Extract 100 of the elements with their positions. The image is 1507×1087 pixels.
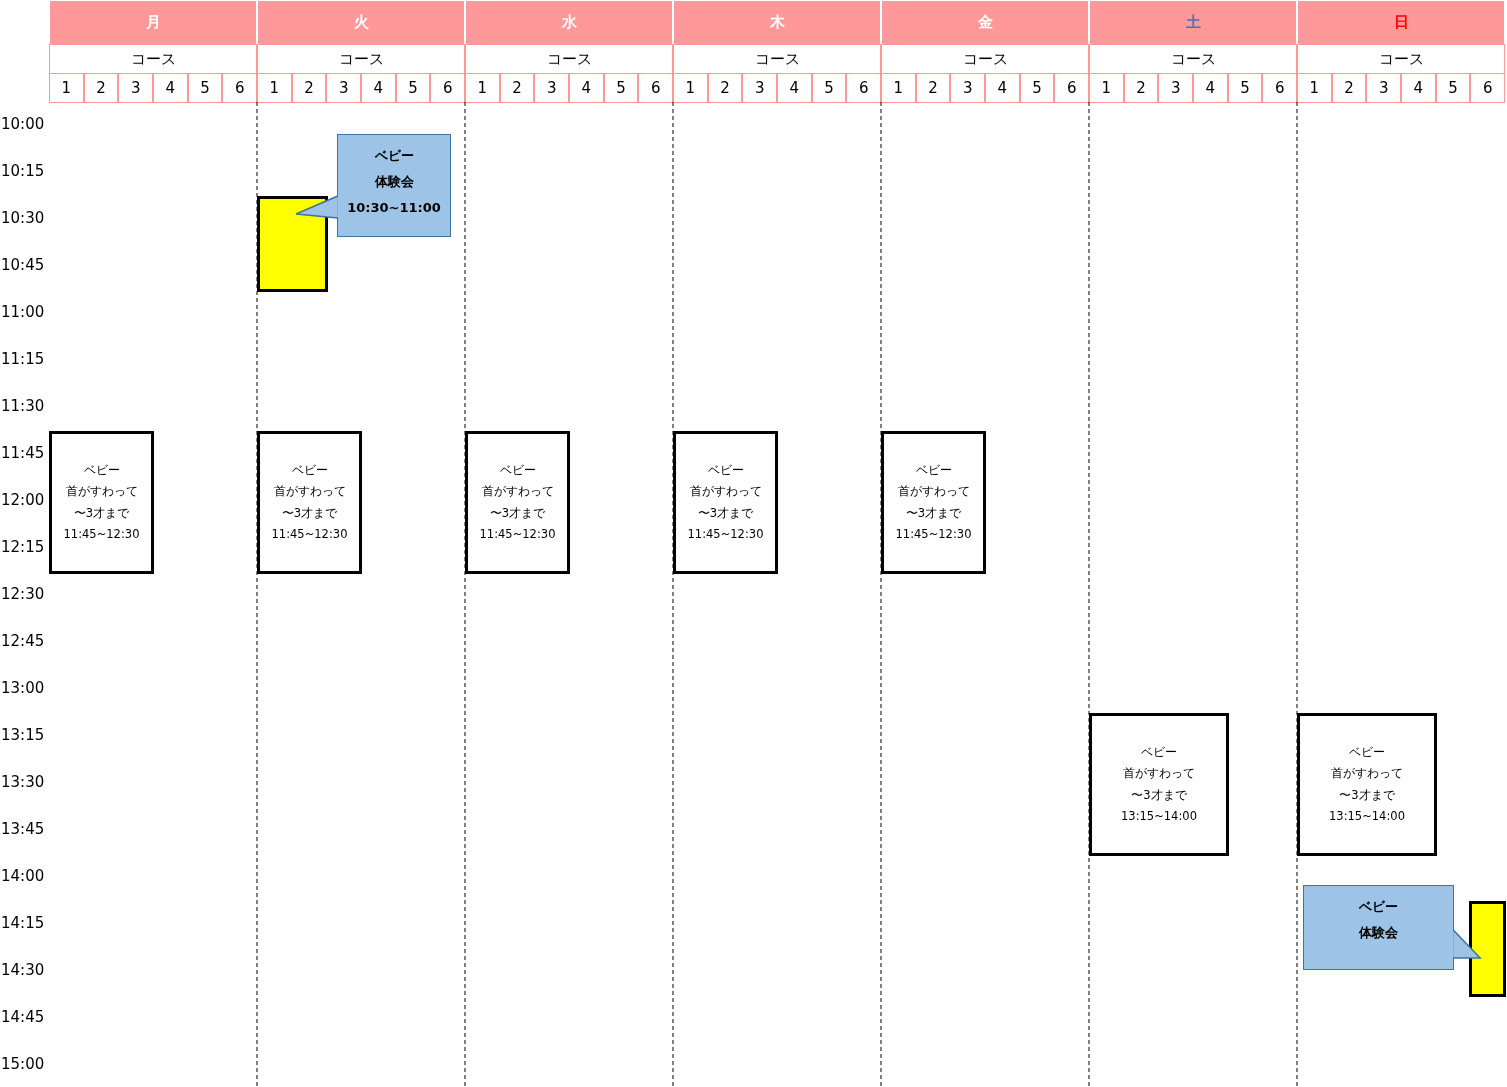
course-number-cell: 2	[499, 73, 535, 103]
course-number-cell: 5	[395, 73, 431, 103]
time-label: 14:15	[1, 914, 45, 932]
course-number-cell: 3	[1366, 73, 1401, 103]
class-title: ベビー	[1349, 743, 1385, 761]
class-note: 首がすわって	[1123, 765, 1195, 782]
class-title: ベビー	[83, 461, 120, 479]
class-box	[465, 431, 570, 574]
class-note: 〜3才まで	[905, 504, 962, 522]
class-title: ベビー	[499, 461, 536, 479]
course-number-cell: 5	[811, 73, 847, 103]
course-number-cell: 1	[465, 73, 500, 103]
class-note: 首がすわって	[273, 483, 346, 500]
time-label: 10:15	[1, 162, 45, 180]
course-number-cell: 6	[1054, 73, 1089, 103]
time-range: 13:15~14:00	[1121, 808, 1197, 825]
course-number-cell: 4	[153, 73, 188, 103]
time-label: 10:45	[1, 256, 45, 274]
course-number-cell: 1	[1089, 73, 1124, 103]
callout-bubble	[1303, 885, 1454, 970]
time-label: 10:00	[1, 115, 45, 133]
course-number-cell: 5	[1019, 73, 1055, 103]
class-note: 〜3才まで	[697, 504, 754, 522]
time-label: 12:45	[1, 632, 45, 650]
callout-pointer	[295, 195, 339, 219]
course-number-cell: 1	[257, 73, 292, 103]
course-number-cell: 2	[1331, 73, 1367, 103]
highlight-block	[257, 196, 328, 292]
time-label: 11:00	[1, 303, 45, 321]
class-box	[1297, 713, 1437, 856]
course-number-cell: 4	[1401, 73, 1436, 103]
class-note: 首がすわって	[689, 483, 762, 500]
course-number-cell: 6	[1470, 73, 1505, 103]
course-number-cell: 4	[569, 73, 604, 103]
day-header-cell: 木	[673, 0, 881, 45]
course-number-cell: 4	[985, 73, 1020, 103]
time-label: 11:30	[1, 397, 45, 415]
callout-text: 体験会	[374, 173, 414, 191]
time-range: 11:45~12:30	[479, 526, 556, 543]
class-title: ベビー	[1141, 743, 1177, 761]
time-label: 12:00	[1, 491, 45, 509]
time-label: 13:15	[1, 726, 45, 744]
callout-pointer	[1452, 929, 1482, 959]
class-note: 〜3才まで	[281, 504, 338, 522]
course-number-cell: 2	[915, 73, 951, 103]
course-number-cell: 3	[1158, 73, 1193, 103]
course-number-cell: 5	[1435, 73, 1471, 103]
course-number-cell: 6	[430, 73, 465, 103]
time-label: 13:30	[1, 773, 45, 791]
time-range: 11:45~12:30	[687, 526, 764, 543]
course-number-cell: 4	[777, 73, 812, 103]
course-number-cell: 4	[1193, 73, 1228, 103]
course-number-cell: 3	[326, 73, 361, 103]
course-number-cell: 6	[1262, 73, 1297, 103]
time-label: 11:45	[1, 444, 45, 462]
class-box	[673, 431, 778, 574]
course-number-cell: 1	[673, 73, 708, 103]
class-note: 〜3才まで	[73, 504, 130, 522]
course-header-cell: コース	[673, 44, 881, 74]
time-label: 12:15	[1, 538, 45, 556]
course-number-cell: 6	[638, 73, 673, 103]
callout-text: 体験会	[1359, 924, 1398, 942]
callout-text: ベビー	[374, 147, 414, 165]
class-box	[1089, 713, 1229, 856]
class-note: 〜3才まで	[489, 504, 546, 522]
course-number-cell: 3	[742, 73, 777, 103]
time-range: 10:30~11:00	[347, 199, 441, 217]
course-number-cell: 2	[83, 73, 119, 103]
day-header-cell: 日	[1297, 0, 1505, 45]
course-header-cell: コース	[1297, 44, 1505, 74]
day-header-cell: 水	[465, 0, 673, 45]
class-note: 首がすわって	[481, 483, 554, 500]
class-title: ベビー	[707, 461, 744, 479]
course-number-cell: 1	[49, 73, 84, 103]
course-number-cell: 2	[707, 73, 743, 103]
class-title: ベビー	[291, 461, 328, 479]
course-number-cell: 5	[187, 73, 223, 103]
class-note: 首がすわって	[897, 483, 970, 500]
course-number-cell: 3	[534, 73, 569, 103]
course-number-cell: 3	[950, 73, 985, 103]
time-range: 11:45~12:30	[895, 526, 972, 543]
course-header-cell: コース	[49, 44, 257, 74]
callout-bubble	[337, 134, 451, 237]
course-number-cell: 2	[291, 73, 327, 103]
time-range: 11:45~12:30	[271, 526, 348, 543]
course-number-cell: 1	[1297, 73, 1332, 103]
day-header-cell: 土	[1089, 0, 1297, 45]
course-number-cell: 3	[118, 73, 153, 103]
time-label: 13:00	[1, 679, 45, 697]
course-header-cell: コース	[1089, 44, 1297, 74]
course-header-cell: コース	[465, 44, 673, 74]
course-header-cell: コース	[257, 44, 465, 74]
course-number-cell: 4	[361, 73, 396, 103]
day-header-cell: 月	[49, 0, 257, 45]
course-number-cell: 5	[1227, 73, 1263, 103]
time-label: 11:15	[1, 350, 45, 368]
class-note: 首がすわって	[1331, 765, 1403, 782]
time-range: 13:15~14:00	[1329, 808, 1405, 825]
time-label: 13:45	[1, 820, 45, 838]
day-header-cell: 金	[881, 0, 1089, 45]
